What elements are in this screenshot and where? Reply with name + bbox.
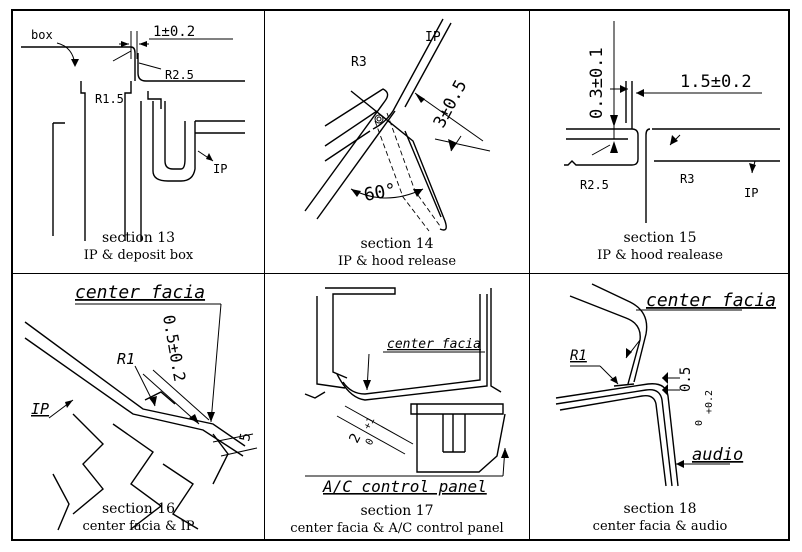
section-15-label-r25: R2.5 — [580, 178, 609, 192]
section-13-label-r25: R2.5 — [165, 68, 194, 82]
section-17-subtitle: center facia & A/C control panel — [290, 521, 504, 536]
section-16-label-center-facia: center facia — [75, 282, 205, 303]
section-17-label-tol-lower: 0 — [364, 437, 377, 447]
section-16-label-ip: IP — [31, 400, 49, 418]
section-18-label-center-facia: center facia — [646, 290, 776, 311]
grid-divider-h — [13, 273, 788, 274]
section-14-label-r3: R3 — [351, 55, 367, 70]
section-15-subtitle: IP & hood realease — [597, 248, 723, 263]
section-13-label-r15: R1.5 — [95, 92, 124, 106]
section-13-caption: section 13 IP & deposit box — [13, 229, 264, 265]
section-18-caption: section 18 center facia & audio — [530, 500, 790, 536]
section-14-drawing: IP R3 3±0.5 60° — [304, 18, 491, 232]
section-16-label-r1: R1 — [117, 350, 135, 368]
section-15-label-vertical-clearance: 0.3±0.1 — [587, 47, 607, 119]
section-14-label-ip: IP — [425, 30, 441, 45]
section-17-caption: section 17 center facia & A/C control pa… — [265, 502, 529, 538]
section-13-label-ip: IP — [213, 162, 227, 176]
section-15-caption: section 15 IP & hood realease — [530, 229, 790, 265]
section-18-subtitle: center facia & audio — [592, 519, 728, 534]
section-16-label-clearance: 0.5±0.2 — [159, 313, 189, 383]
section-15-drawing: 0.3±0.1 1.5±0.2 R2.5 R3 IP — [564, 21, 780, 223]
grid-divider-v2 — [529, 11, 530, 539]
section-14-panel: IP R3 3±0.5 60° section 14 IP & hood rel… — [265, 11, 529, 273]
section-16-drawing: center facia 0.5±0.2 R1 IP 5 — [24, 282, 258, 531]
section-13-subtitle: IP & deposit box — [83, 248, 194, 263]
section-17-label-ac-panel: A/C control panel — [322, 477, 487, 496]
section-16-caption: section 16 center facia & IP — [13, 500, 264, 536]
section-18-panel: center facia R1 0.5 +0.2 0 audio section… — [530, 274, 790, 541]
section-13-label-clearance: 1±0.2 — [153, 24, 195, 40]
drawing-sheet: box 1±0.2 R2.5 R1.5 IP section 13 IP & d… — [11, 9, 790, 541]
section-18-label-tol-upper: +0.2 — [704, 390, 715, 414]
section-18-label-audio: audio — [692, 445, 743, 465]
section-15-label-horizontal-clearance: 1.5±0.2 — [680, 72, 752, 92]
section-17-drawing: center facia 2 +1 0 A/C control panel — [304, 287, 509, 496]
section-16-title: section 16 — [101, 501, 176, 517]
section-13-panel: box 1±0.2 R2.5 R1.5 IP section 13 IP & d… — [13, 11, 264, 273]
section-14-label-angle: 60° — [362, 180, 398, 206]
section-14-caption: section 14 IP & hood release — [265, 235, 529, 271]
section-15-panel: 0.3±0.1 1.5±0.2 R2.5 R3 IP section 15 IP… — [530, 11, 790, 273]
grid-divider-v1 — [264, 11, 265, 539]
section-18-label-tol-lower: 0 — [694, 420, 705, 426]
section-17-label-tol-upper: +1 — [362, 416, 377, 432]
section-16-subtitle: center facia & IP — [82, 519, 195, 534]
section-18-drawing: center facia R1 0.5 +0.2 0 audio — [555, 283, 776, 487]
section-13-drawing: box 1±0.2 R2.5 R1.5 IP — [21, 24, 245, 241]
section-13-label-box: box — [31, 28, 53, 42]
section-17-panel: center facia 2 +1 0 A/C control panel se… — [265, 274, 529, 541]
section-15-label-ip: IP — [744, 186, 758, 200]
section-14-label-clearance: 3±0.5 — [430, 77, 472, 132]
section-18-title: section 18 — [623, 501, 697, 517]
section-17-label-center-facia: center facia — [387, 337, 481, 352]
section-16-label-5: 5 — [237, 432, 254, 443]
section-17-title: section 17 — [360, 503, 434, 519]
section-14-subtitle: IP & hood release — [337, 254, 457, 269]
section-17-label-clearance: 2 — [346, 431, 364, 446]
section-13-title: section 13 — [101, 230, 176, 246]
section-15-label-r3: R3 — [680, 172, 694, 186]
section-18-label-r1: R1 — [570, 348, 587, 364]
section-16-panel: center facia 0.5±0.2 R1 IP 5 section 16 … — [13, 274, 264, 541]
section-18-label-clearance: 0.5 — [678, 367, 694, 392]
section-15-title: section 15 — [623, 230, 697, 246]
section-14-title: section 14 — [360, 236, 434, 252]
